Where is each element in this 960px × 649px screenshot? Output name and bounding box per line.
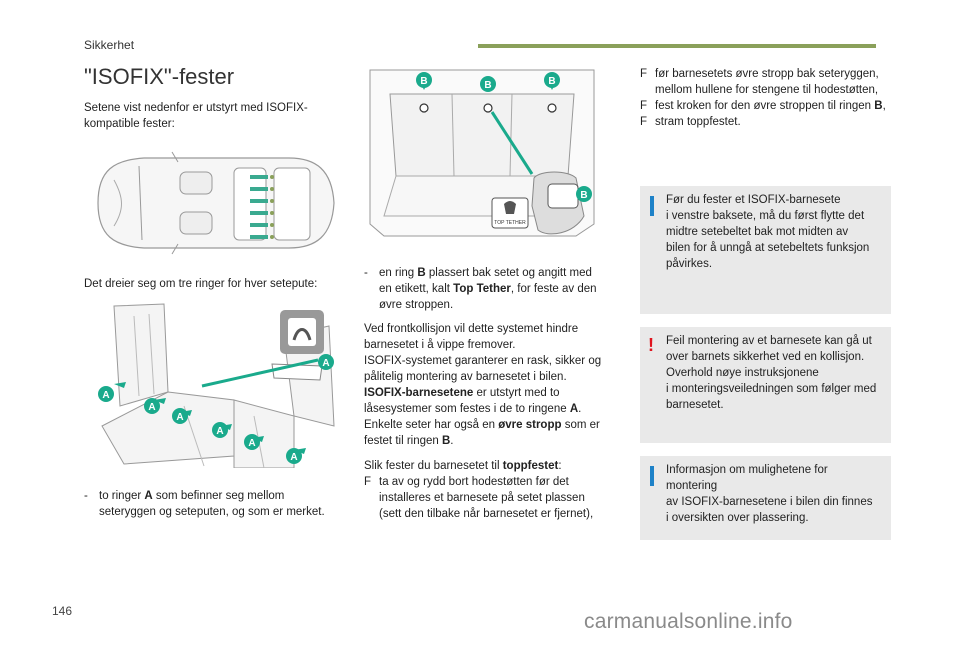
ring-b-dash: - [364,267,368,279]
step-1-marker: F [364,476,372,488]
car-top-view-figure [97,151,335,255]
rings-text: Det dreier seg om tre ringer for hver se… [84,278,318,290]
label-a-7: A [290,452,297,463]
seats-rings-a-figure: A A A A A A A [98,303,335,468]
label-a-5: A [216,426,223,437]
top-tether-tag: TOP TETHER [494,220,526,226]
warning-note: ! Feil montering av et barnesete kan gå … [640,327,891,443]
intro-line-1: Setene vist nedenfor er utstyrt med ISOF… [84,102,308,114]
info-icon [650,466,654,486]
section-label: Sikkerhet [84,38,135,52]
steps-continued: F før barnesetets øvre stropp bak setery… [640,68,886,128]
isofix-paragraph: Ved frontkollisjon vil dette systemet hi… [364,323,602,447]
ring-a-bullet: - to ringer A som befinner seg mellom se… [84,490,325,518]
label-a-1: A [322,358,329,369]
info-note-left-seat: Før du fester et ISOFIX-barnesete i vens… [640,186,891,314]
info-icon [650,196,654,216]
step-3-marker: F [640,100,648,112]
ring-b-bullet: - en ring B plassert bak setet og angitt… [364,267,597,311]
label-b-2: B [484,80,491,91]
label-b-1: B [420,76,427,87]
label-b-4: B [580,190,587,201]
label-b-3: B [548,76,555,87]
step-1: F ta av og rydd bort hodestøtten før det… [364,476,594,520]
label-a-4: A [176,412,183,423]
info-note-placement: Informasjon om mulighetene for montering… [640,456,891,540]
label-a-6: A [248,438,255,449]
step-2-marker: F [640,68,648,80]
header-rule [478,44,876,48]
label-a-2: A [102,390,109,401]
label-a-3: A [148,402,155,413]
intro-line-2: kompatible fester: [84,118,175,130]
ring-a-dash: - [84,490,88,502]
watermark: carmanualsonline.info [584,610,793,633]
page-number: 146 [52,604,73,618]
trunk-rings-b-figure: TOP TETHER B B B B [369,69,595,237]
intro-text: Setene vist nedenfor er utstyrt med ISOF… [84,100,344,132]
warning-icon: ! [648,335,654,355]
top-tether-heading: Slik fester du barnesetet til toppfestet… [364,460,562,472]
step-4-marker: F [640,116,648,128]
page-title: "ISOFIX"-fester [84,64,235,89]
